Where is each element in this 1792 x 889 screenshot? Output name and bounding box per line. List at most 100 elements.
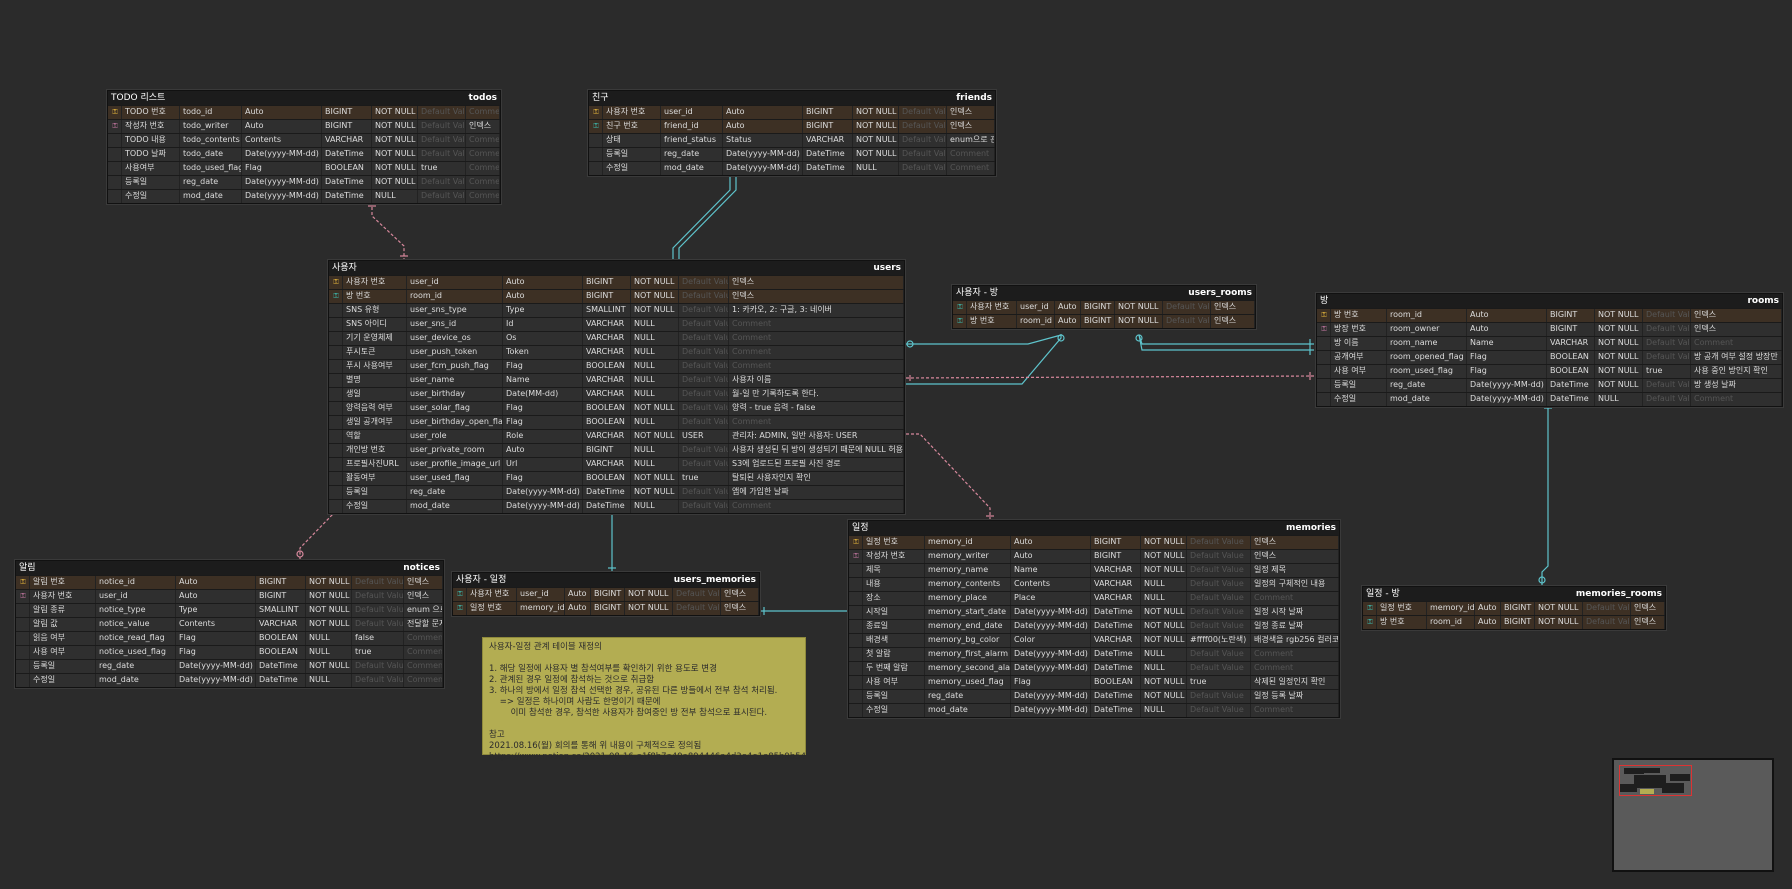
memo-note[interactable]: 사용자-일정 관계 테이블 재정의 1. 해당 일정에 사용자 별 참석여부를 … [482, 637, 806, 762]
link-friends-users-b[interactable] [678, 176, 737, 260]
link-rooms-memoriesrooms[interactable] [1541, 404, 1549, 586]
link-friends-users-a[interactable] [672, 176, 731, 260]
link-todos-users[interactable] [371, 202, 405, 260]
column-nullable: NOT NULL [1595, 337, 1643, 350]
link-rooms-usersrooms[interactable] [1138, 334, 1314, 345]
column-data-type: BIGINT [256, 590, 306, 603]
link-users-rooms[interactable] [905, 375, 1315, 379]
link-users-memories[interactable] [906, 433, 991, 522]
column-row[interactable]: 두 번째 알람memory_second_alarmDate(yyyy-MM-d… [849, 661, 1339, 675]
column-domain: Date(yyyy-MM-dd) [1011, 704, 1091, 717]
column-physical-name: memory_id [517, 602, 565, 615]
minimap-viewport[interactable] [1619, 765, 1692, 796]
link-users-usersrooms-a[interactable] [906, 334, 1062, 345]
minimap[interactable] [1612, 758, 1774, 872]
link-rooms-usersrooms-b[interactable] [1138, 334, 1314, 351]
link-users-usersrooms-b[interactable] [906, 334, 1062, 385]
column-default: Default Value [1643, 309, 1691, 322]
column-comment: 인덱스 [1631, 616, 1665, 629]
